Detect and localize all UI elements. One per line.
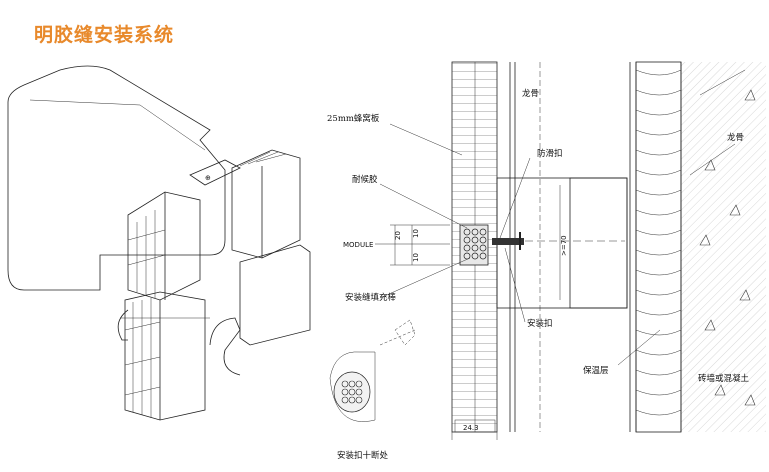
label-wall: 砖墙或混凝土 xyxy=(698,373,750,384)
label-dim-10a: 10 xyxy=(412,229,420,238)
label-honeycomb-panel: 25mm蜂窝板 xyxy=(327,113,380,124)
panel-block-b xyxy=(231,149,301,259)
label-clip-break: 安装扣十断处 xyxy=(337,450,389,461)
label-insulation: 保温层 xyxy=(583,365,609,376)
label-keel-top: 龙骨 xyxy=(522,88,539,99)
label-anti-slip-clip: 防滑扣 xyxy=(537,148,563,159)
label-dim-24: 24.3 xyxy=(463,424,479,432)
label-gap-filler: 安装缝填充棒 xyxy=(345,292,397,303)
label-keel-right: 龙骨 xyxy=(727,132,744,143)
label-dim-70: >=70 xyxy=(560,235,568,256)
panel-block-c xyxy=(124,291,206,421)
svg-text:⊕: ⊕ xyxy=(205,174,211,182)
isometric-view: ⊕ xyxy=(7,65,311,421)
panel-block-a xyxy=(127,191,201,301)
label-install-clip: 安装扣 xyxy=(527,318,553,329)
label-dim-20: 20 xyxy=(394,231,402,240)
label-weather-sealant: 耐候胶 xyxy=(352,174,378,185)
section-view xyxy=(329,61,766,440)
page-title: 明胶缝安装系统 xyxy=(34,24,175,46)
label-dim-10b: 10 xyxy=(412,253,420,262)
label-module: MODULE xyxy=(343,241,373,249)
